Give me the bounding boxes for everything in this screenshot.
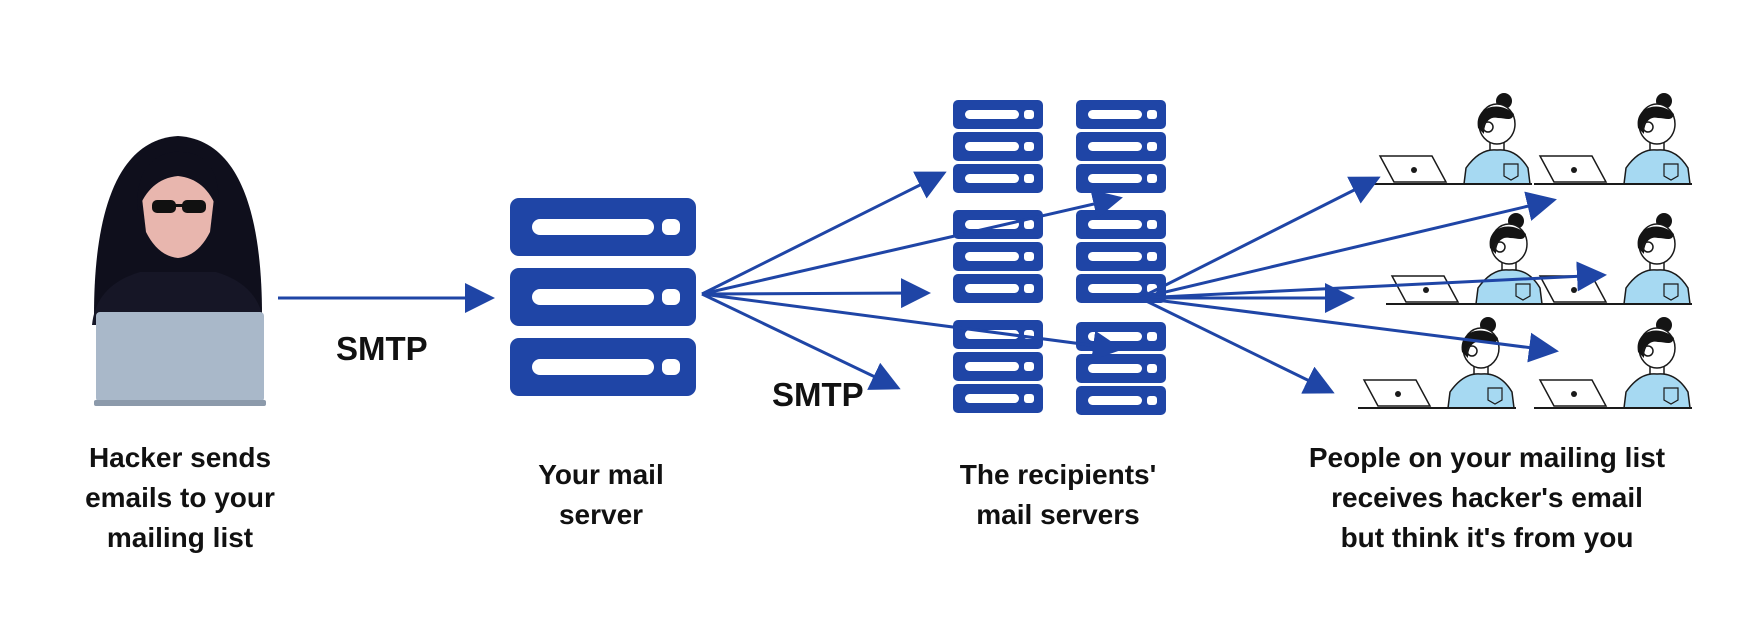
flow-arrows [278, 171, 1607, 394]
recipients-caption: The recipients' mail servers [838, 455, 1278, 535]
recipients-caption-line-2: mail servers [976, 499, 1140, 530]
hacker-caption-line-2: emails to your [85, 482, 275, 513]
recipients-caption-line-1: The recipients' [959, 459, 1157, 490]
hacker-caption-line-3: mailing list [106, 522, 254, 553]
smtp-label-hacker-to-server: SMTP [336, 330, 428, 367]
hacker-icon [92, 136, 266, 406]
server-icon [510, 198, 696, 396]
your-server-caption-line-2: server [558, 499, 644, 530]
people-caption-line-1: People on your mailing list [1308, 442, 1666, 473]
your-server-caption: Your mail server [381, 455, 821, 535]
hacker-caption-line-1: Hacker sends [88, 442, 272, 473]
server-rack-icon [953, 100, 1166, 415]
people-caption-line-3: but think it's from you [1340, 522, 1634, 553]
hacker-caption: Hacker sends emails to your mailing list [0, 438, 400, 558]
person-at-laptop-icon [1357, 92, 1693, 409]
smtp-label-server-to-recipients: SMTP [772, 376, 864, 413]
people-caption-line-2: receives hacker's email [1331, 482, 1643, 513]
people-caption: People on your mailing list receives hac… [1267, 438, 1707, 558]
your-server-caption-line-1: Your mail [538, 459, 664, 490]
